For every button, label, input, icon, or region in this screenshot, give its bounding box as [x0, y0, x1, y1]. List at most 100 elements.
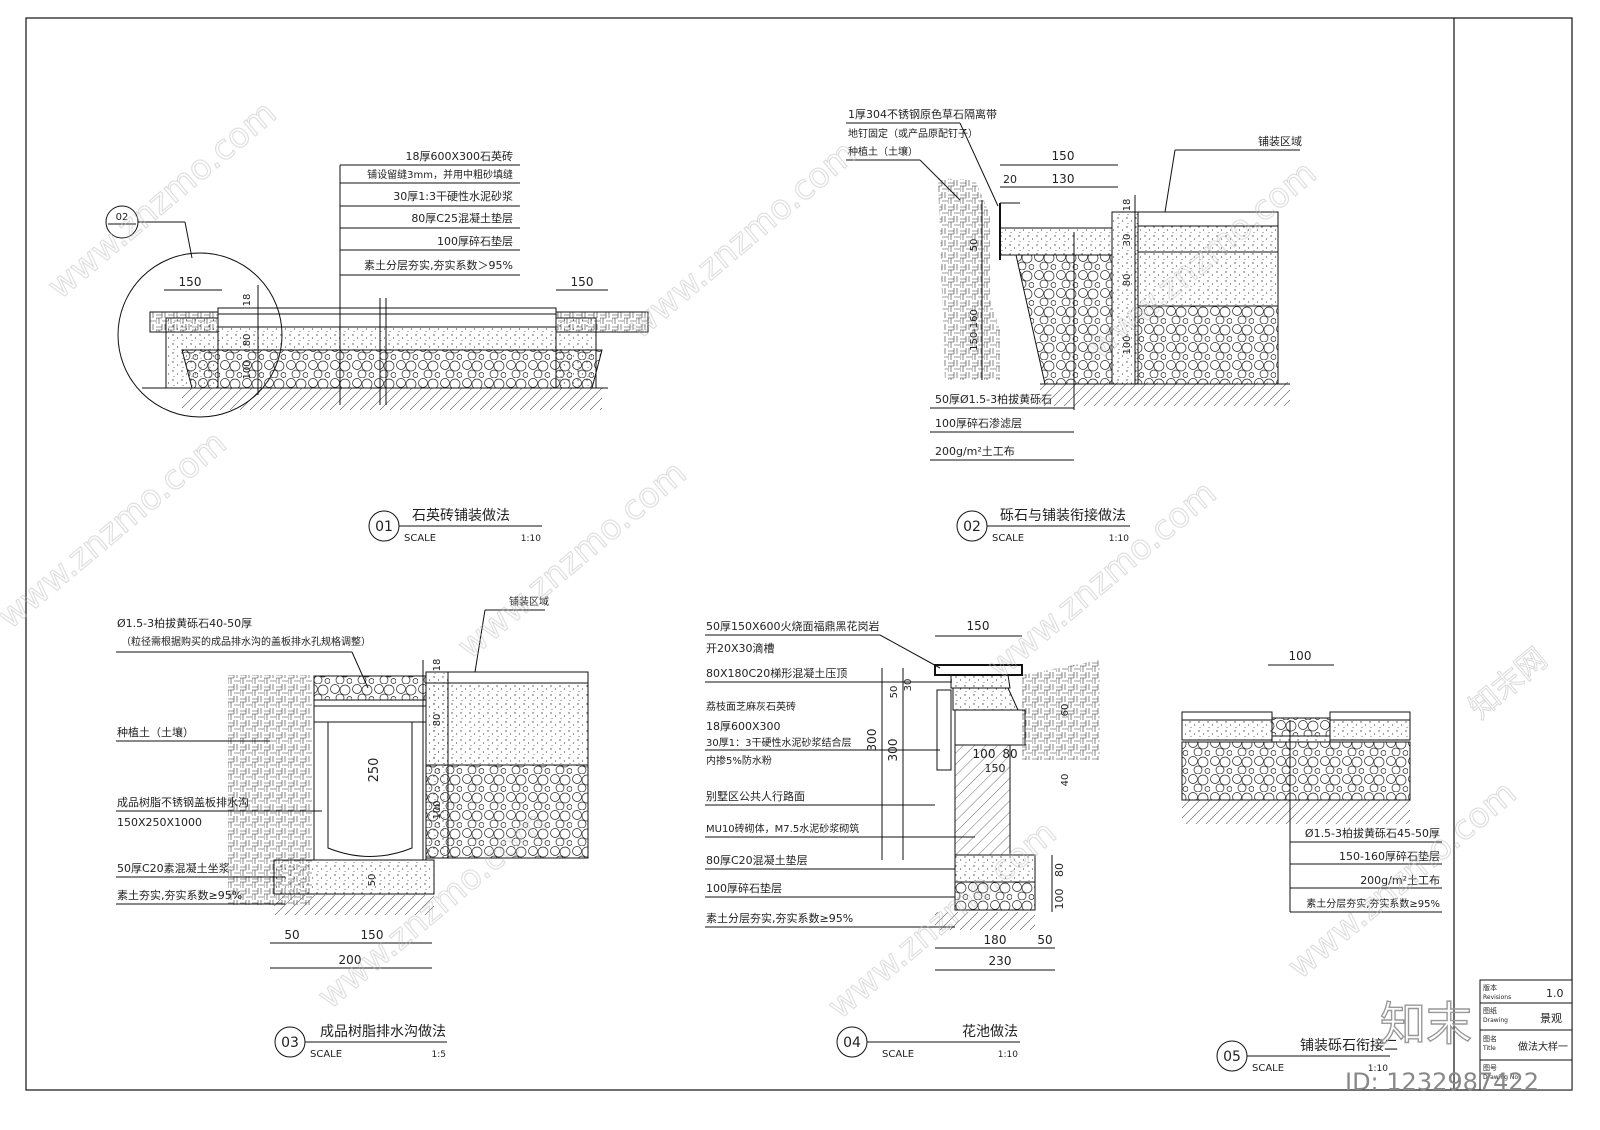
- detail-title-03: 成品树脂排水沟做法: [320, 1024, 446, 1040]
- svg-text:80X180C20梯形混凝土压顶: 80X180C20梯形混凝土压顶: [706, 666, 847, 680]
- gravel-fill-02: [1015, 254, 1113, 385]
- svg-text:50厚Ø1.5-3柏拔黄砾石: 50厚Ø1.5-3柏拔黄砾石: [935, 392, 1052, 406]
- svg-text:MU10砖砌体，M7.5水泥砂浆砌筑: MU10砖砌体，M7.5水泥砂浆砌筑: [706, 822, 859, 835]
- svg-text:80厚C20混凝土垫层: 80厚C20混凝土垫层: [706, 853, 808, 867]
- notes-01: 18厚600X300石英砖 铺设留缝3mm，并用中粗砂填缝 30厚1:3干硬性水…: [340, 149, 520, 276]
- svg-text:50: 50: [969, 239, 980, 252]
- svg-text:开20X30滴槽: 开20X30滴槽: [706, 641, 775, 655]
- svg-text:荔枝面芝麻灰石英砖: 荔枝面芝麻灰石英砖: [706, 700, 796, 713]
- svg-text:150-160: 150-160: [969, 309, 980, 351]
- svg-text:100厚碎石垫层: 100厚碎石垫层: [706, 881, 782, 895]
- svg-text:素土分层夯实,夯实系数＞95%: 素土分层夯实,夯实系数＞95%: [364, 258, 513, 272]
- svg-text:素土分层夯实,夯实系数≥95%: 素土分层夯实,夯实系数≥95%: [706, 911, 853, 925]
- drawing-value: 景观: [1540, 1012, 1562, 1025]
- svg-text:30: 30: [903, 679, 914, 692]
- svg-text:1:10: 1:10: [1368, 1064, 1388, 1074]
- svg-text:130: 130: [1052, 172, 1075, 186]
- svg-text:150: 150: [967, 619, 990, 633]
- svg-text:200g/m²土工布: 200g/m²土工布: [1360, 874, 1440, 887]
- svg-text:30厚1:3干硬性水泥砂浆: 30厚1:3干硬性水泥砂浆: [393, 189, 513, 203]
- svg-text:100: 100: [242, 360, 253, 379]
- svg-text:SCALE: SCALE: [882, 1049, 914, 1060]
- detail-04: 50厚150X600火烧面福鼎黑花岗岩 开20X30滴槽 80X180C20梯形…: [705, 619, 1100, 1060]
- svg-text:素土分层夯实,夯实系数≥95%: 素土分层夯实,夯实系数≥95%: [1306, 897, 1440, 910]
- svg-text:种植土（土壤）: 种植土（土壤）: [117, 725, 194, 739]
- svg-text:150: 150: [985, 762, 1006, 775]
- version-value: 1.0: [1546, 987, 1564, 1000]
- svg-text:SCALE: SCALE: [992, 533, 1024, 544]
- svg-text:50厚C20素混凝土坐浆: 50厚C20素混凝土坐浆: [117, 861, 230, 875]
- svg-text:图号: 图号: [1483, 1064, 1497, 1072]
- outer-frame: [25, 17, 1573, 1091]
- svg-text:100: 100: [432, 800, 443, 819]
- svg-text:30厚1：3干硬性水泥砂浆结合层: 30厚1：3干硬性水泥砂浆结合层: [706, 736, 851, 749]
- svg-text:50: 50: [889, 686, 900, 699]
- svg-text:1:10: 1:10: [1109, 534, 1129, 544]
- svg-text:80: 80: [1053, 863, 1066, 877]
- detail-title-02: 砾石与铺装衔接做法: [1000, 507, 1126, 524]
- svg-text:图名: 图名: [1483, 1034, 1497, 1043]
- svg-text:100: 100: [1289, 649, 1312, 663]
- svg-text:150: 150: [1052, 149, 1075, 163]
- svg-text:50: 50: [1037, 933, 1052, 947]
- detail-01: 02 18厚600X300石英砖 铺设留缝3mm，并用中粗砂填缝 30厚1:3干…: [105, 149, 649, 544]
- svg-text:铺装区域: 铺装区域: [509, 595, 549, 608]
- detail-03: Ø1.5-3柏拔黄砾石40-50厚 （粒径需根据购买的成品排水沟的盖板排水孔规格…: [116, 595, 589, 1060]
- svg-text:www.znzmo.com: www.znzmo.com: [980, 473, 1224, 687]
- title-value: 做法大样一: [1518, 1040, 1568, 1053]
- concrete-bed-01: [217, 326, 557, 351]
- svg-text:50: 50: [367, 874, 378, 887]
- svg-text:www.znzmo.com: www.znzmo.com: [450, 453, 694, 667]
- detail-05: 100 Ø1.5-3柏拔黄砾石45-50厚 150-160厚碎石垫层 200g/…: [1181, 649, 1442, 1074]
- svg-text:200: 200: [339, 953, 362, 967]
- detail-title-05: 铺装砾石衔接二: [1300, 1037, 1398, 1054]
- svg-text:图纸: 图纸: [1483, 1006, 1497, 1015]
- svg-text:18: 18: [432, 659, 443, 672]
- detail-title-04: 花池做法: [962, 1024, 1018, 1040]
- svg-text:www.znzmo.com: www.znzmo.com: [0, 423, 234, 637]
- svg-text:知末网: 知末网: [1463, 641, 1554, 726]
- svg-text:铺装区域: 铺装区域: [1258, 135, 1302, 148]
- svg-text:Drawing No.: Drawing No.: [1483, 1074, 1520, 1081]
- svg-text:1:10: 1:10: [521, 534, 541, 544]
- svg-text:250: 250: [367, 758, 382, 783]
- svg-text:200g/m²土工布: 200g/m²土工布: [935, 445, 1015, 458]
- svg-text:150X250X1000: 150X250X1000: [117, 816, 202, 829]
- svg-text:地钉固定（或产品原配钉子）: 地钉固定（或产品原配钉子）: [848, 127, 978, 140]
- svg-text:Ø1.5-3柏拔黄砾石45-50厚: Ø1.5-3柏拔黄砾石45-50厚: [1305, 826, 1440, 840]
- svg-text:Revisions: Revisions: [1483, 994, 1511, 1001]
- svg-text:40: 40: [1060, 774, 1071, 787]
- svg-text:150-160厚碎石垫层: 150-160厚碎石垫层: [1339, 849, 1440, 863]
- svg-text:SCALE: SCALE: [404, 533, 436, 544]
- svg-text:1:5: 1:5: [432, 1050, 446, 1060]
- svg-text:30: 30: [1122, 234, 1133, 247]
- svg-text:150: 150: [361, 928, 384, 942]
- svg-text:300: 300: [886, 739, 900, 762]
- svg-text:内掺5%防水粉: 内掺5%防水粉: [706, 754, 772, 767]
- svg-text:18: 18: [1122, 199, 1133, 212]
- svg-text:SCALE: SCALE: [310, 1049, 342, 1060]
- svg-text:成品树脂不锈钢盖板排水沟: 成品树脂不锈钢盖板排水沟: [117, 795, 249, 809]
- svg-text:150: 150: [179, 275, 202, 289]
- svg-text:Title: Title: [1482, 1045, 1496, 1052]
- detail-number-04: 04: [843, 1035, 861, 1051]
- svg-text:230: 230: [989, 954, 1012, 968]
- svg-text:150: 150: [571, 275, 594, 289]
- svg-text:80厚C25混凝土垫层: 80厚C25混凝土垫层: [411, 211, 513, 225]
- detail-number-02: 02: [963, 519, 981, 535]
- title-block: 版本 Revisions 1.0 图纸 Drawing 景观 图名 Title …: [1479, 979, 1573, 1091]
- svg-text:SCALE: SCALE: [1252, 1063, 1284, 1074]
- svg-text:（粒径需根据购买的成品排水沟的盖板排水孔规格调整）: （粒径需根据购买的成品排水沟的盖板排水孔规格调整）: [121, 635, 371, 648]
- callout-circle: [117, 252, 283, 418]
- svg-text:种植土（土壤）: 种植土（土壤）: [848, 145, 918, 158]
- asset-id: ID: 1232987422: [1345, 1068, 1539, 1096]
- svg-text:1厚304不锈钢原色草石隔离带: 1厚304不锈钢原色草石隔离带: [848, 107, 997, 121]
- svg-text:80: 80: [1002, 747, 1017, 761]
- svg-text:50: 50: [284, 928, 299, 942]
- svg-text:180: 180: [984, 933, 1007, 947]
- detail-number-01: 01: [375, 519, 393, 535]
- brand-logo: 知末: [1380, 997, 1472, 1051]
- svg-text:60: 60: [1060, 704, 1071, 717]
- svg-text:铺设留缝3mm，并用中粗砂填缝: 铺设留缝3mm，并用中粗砂填缝: [367, 168, 513, 181]
- svg-text:版本: 版本: [1483, 983, 1497, 992]
